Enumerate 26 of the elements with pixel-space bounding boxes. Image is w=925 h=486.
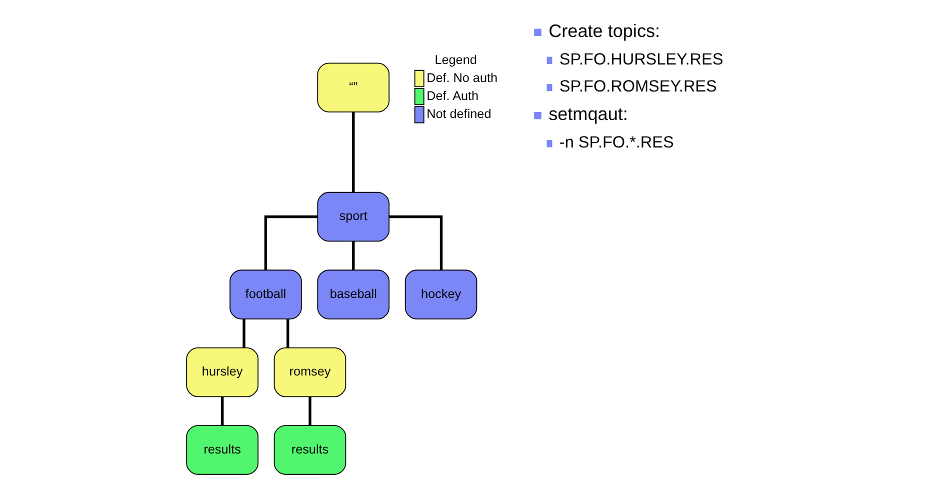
node-box: “” [317, 62, 390, 112]
connector [352, 241, 355, 270]
legend-label: Def. No auth [426, 70, 498, 85]
connector [286, 319, 290, 348]
label: setmqaut: [548, 104, 628, 124]
connector [264, 215, 318, 270]
node-box: hockey [404, 270, 478, 320]
node-box: baseball [317, 270, 390, 320]
legend-label: Def. Auth [426, 88, 479, 103]
connector [352, 112, 355, 192]
node-box: romsey [274, 347, 346, 398]
label: SP.FO.ROMSEY.RES [559, 78, 717, 96]
label: Create topics: [548, 20, 660, 41]
label: Legend [434, 53, 477, 68]
node-box: hursley [186, 347, 258, 398]
connector [242, 319, 246, 348]
label: -n SP.FO.*.RES [559, 134, 674, 152]
node-box: results [186, 425, 258, 475]
connector [220, 396, 224, 426]
node-box: football [230, 270, 302, 320]
connector [389, 215, 443, 270]
connector [308, 396, 312, 426]
node-box: sport [317, 192, 390, 242]
label: SP.FO.HURSLEY.RES [559, 50, 724, 68]
legend-label: Not defined [426, 107, 492, 122]
node-box: results [274, 425, 346, 475]
